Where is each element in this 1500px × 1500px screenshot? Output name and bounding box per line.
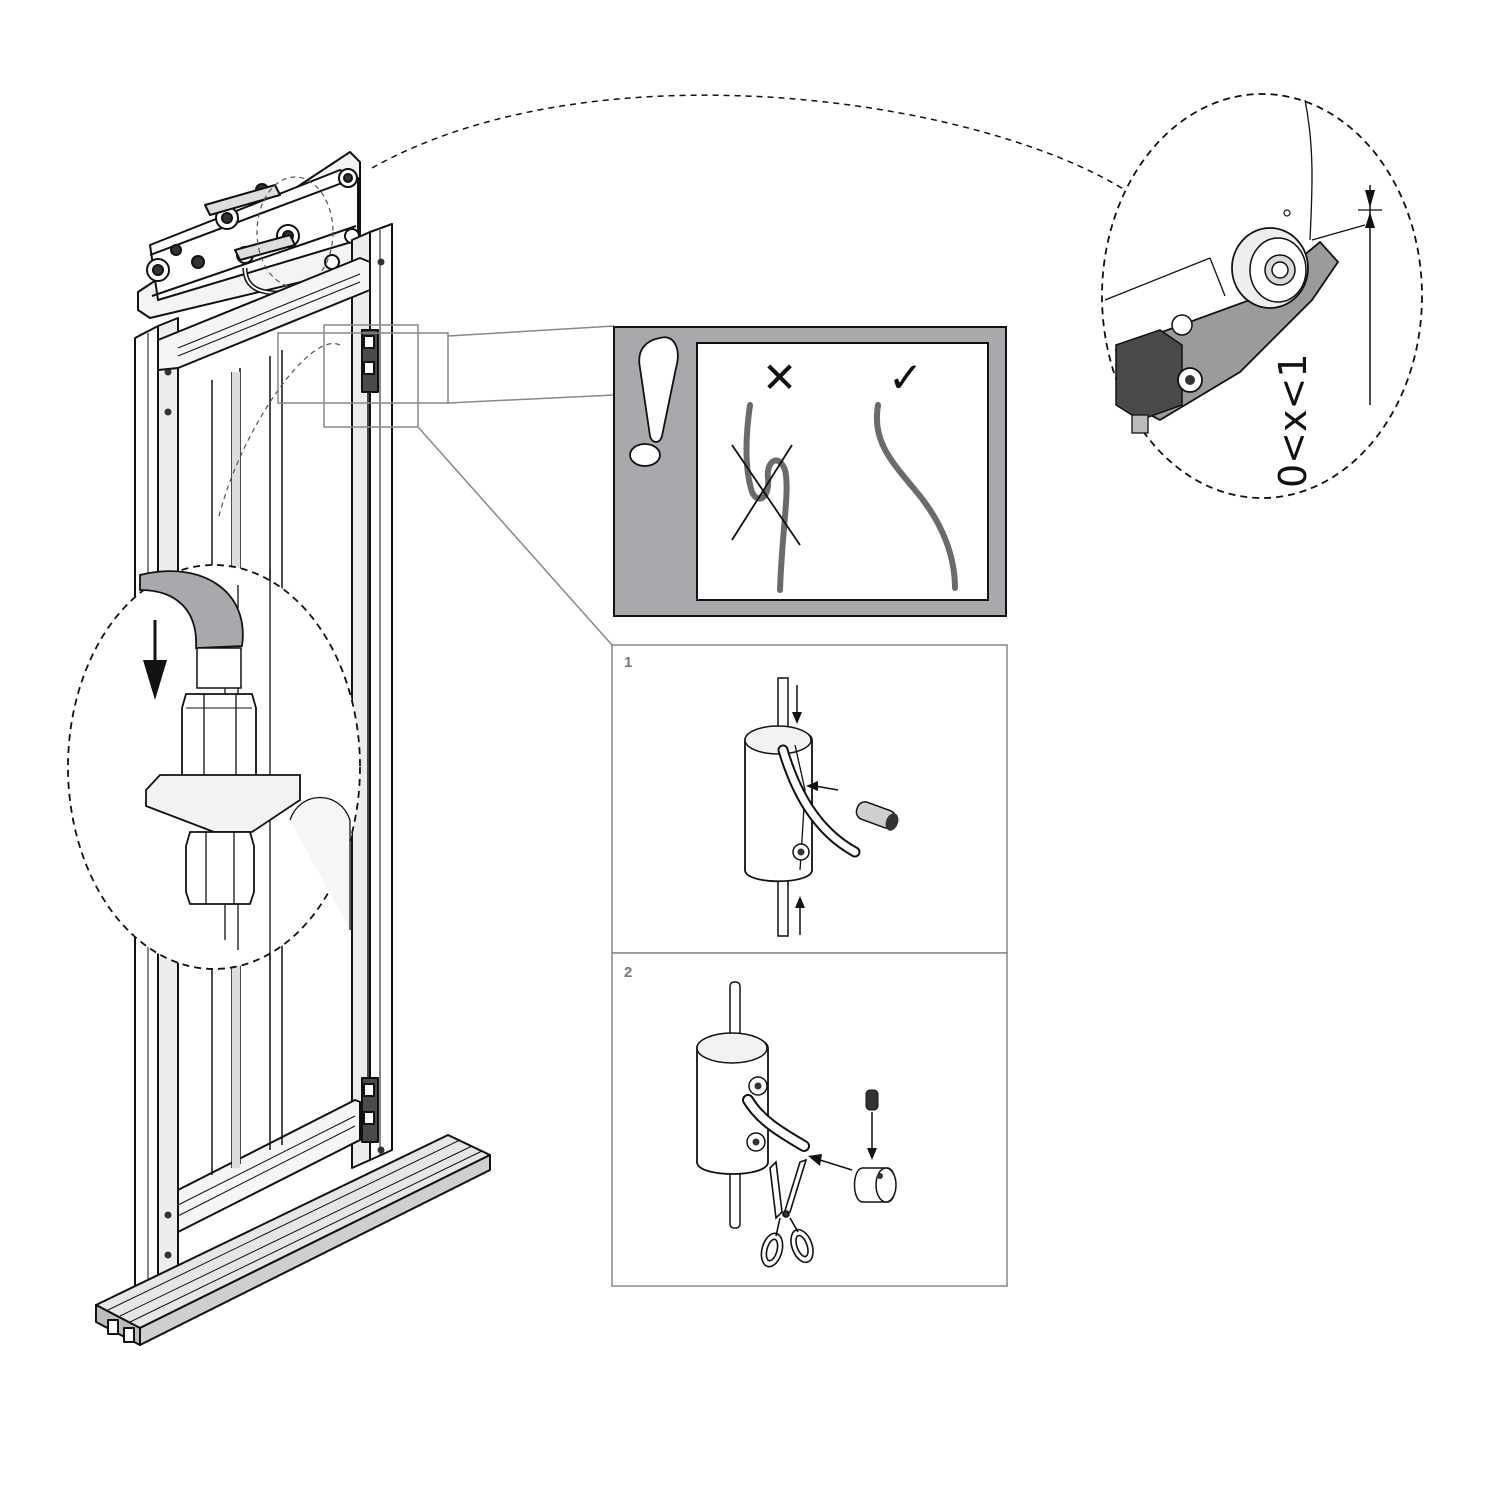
floor-track — [95, 1134, 491, 1346]
kinked-cable-wrong: ✕ — [731, 353, 801, 593]
clearance-dimension-label: 0<x<1 — [1271, 353, 1315, 488]
door-frame-assembly — [95, 151, 491, 1346]
grub-screw-icon — [865, 1089, 879, 1160]
smooth-cable-correct: ✓ — [873, 353, 958, 591]
wrong-mark-icon: ✕ — [762, 353, 797, 402]
top-carriage — [137, 151, 371, 331]
roller-clearance-zoom: 0<x<1 — [1101, 93, 1423, 499]
warning-source-box — [277, 332, 449, 404]
end-cap-icon — [853, 1167, 897, 1203]
cable-routing-warning-panel: ✕ ✓ — [613, 326, 1007, 617]
down-arrow-icon — [143, 620, 167, 700]
nut-detail-zoom — [67, 564, 361, 970]
correct-mark-icon: ✓ — [888, 353, 923, 402]
step-1-number: 1 — [624, 654, 632, 671]
step-2-number: 2 — [624, 964, 632, 981]
exclamation-icon — [629, 336, 679, 467]
step-1-panel: 1 — [611, 644, 1008, 954]
scissors-icon — [760, 1158, 814, 1268]
step-2-panel: 2 — [611, 952, 1008, 1287]
callout-connectors — [277, 94, 1141, 646]
set-screw-icon — [855, 801, 899, 831]
left-stile-screws — [164, 368, 172, 1259]
zoom-connector-dashed — [371, 94, 1141, 201]
steps-source-box — [323, 324, 419, 428]
